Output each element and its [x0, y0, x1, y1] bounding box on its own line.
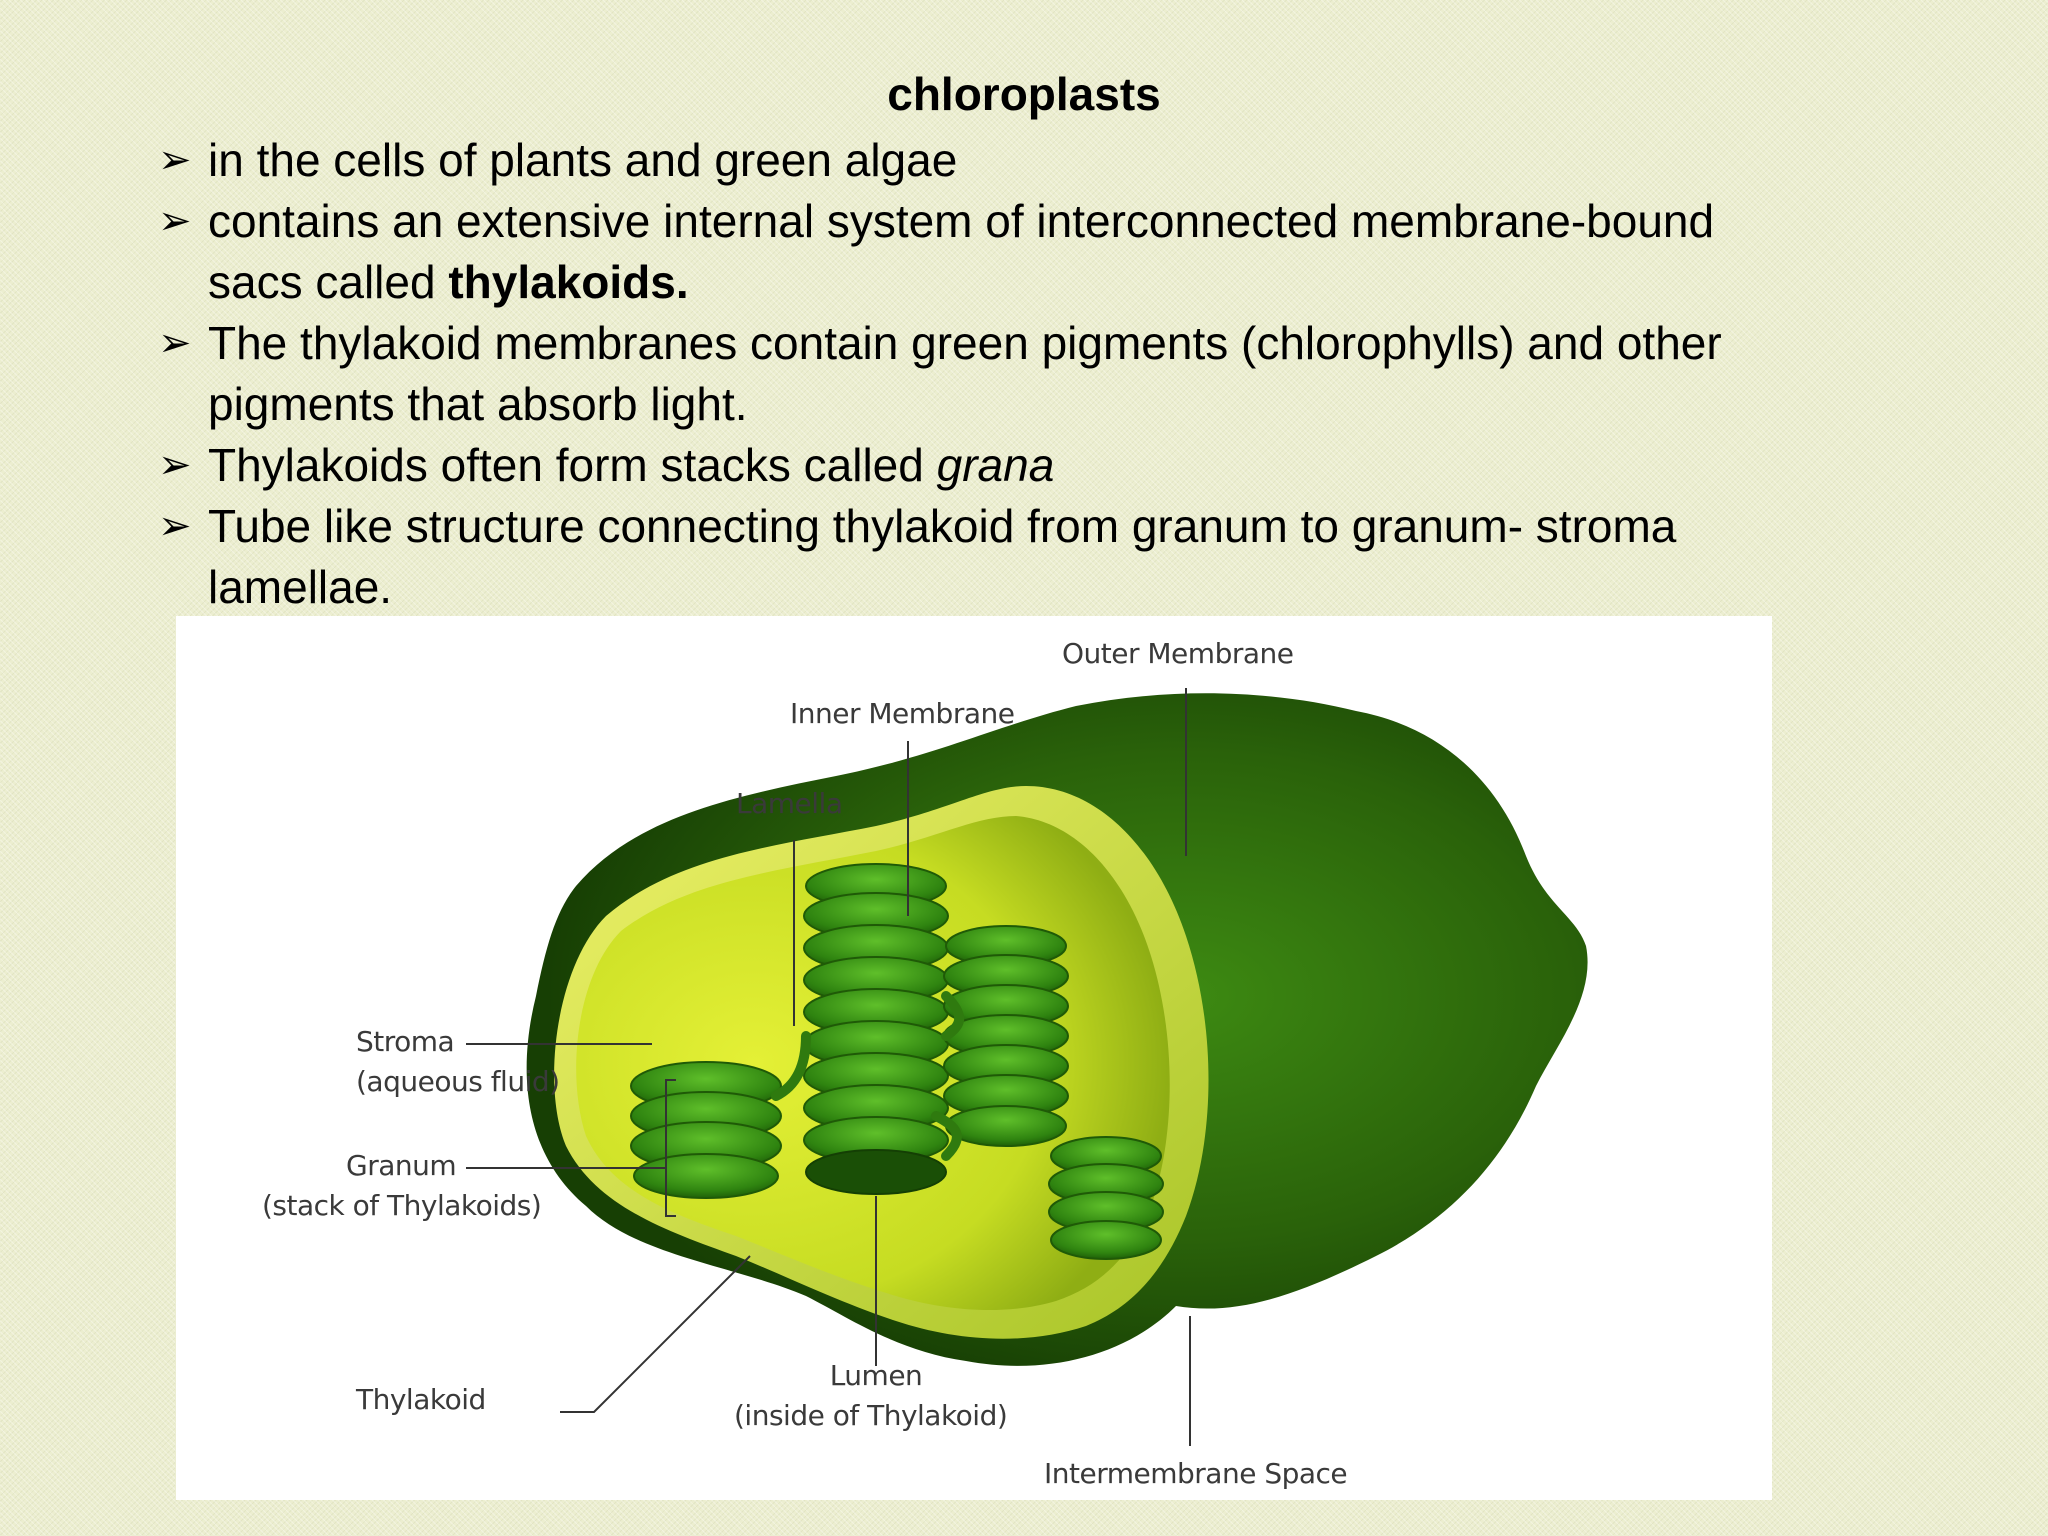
bullet-text: The thylakoid membranes contain green pi… [208, 317, 1722, 430]
label-lumen-sub: (inside of Thylakoid) [734, 1399, 1008, 1432]
stroma-lamella [771, 991, 965, 1161]
bullet-text: in the cells of plants and green algae [208, 134, 958, 186]
arrow-bullet-icon: ➢ [158, 504, 192, 548]
bullet-text: contains an extensive internal system of… [208, 195, 1715, 308]
granum-stack-left [630, 1061, 782, 1199]
bullet-text: Tube like structure connecting thylakoid… [208, 500, 1677, 613]
bullet-italic-term: grana [936, 439, 1055, 491]
arrow-bullet-icon: ➢ [158, 199, 192, 243]
granum-stack-front [1048, 1136, 1164, 1260]
granum-stack-center [803, 863, 949, 1195]
label-outer-membrane: Outer Membrane [1062, 637, 1294, 670]
arrow-bullet-icon: ➢ [158, 443, 192, 487]
slide-title: chloroplasts [887, 68, 1161, 120]
chloroplast-illustration [466, 688, 1588, 1446]
chloroplast-diagram: Outer Membrane Inner Membrane Lamella St… [176, 616, 1772, 1500]
bullet-bold-term: thylakoids. [448, 256, 689, 308]
bullet-list: ➢ in the cells of plants and green algae… [158, 130, 1798, 618]
bullet-item: ➢ in the cells of plants and green algae [158, 130, 1798, 191]
label-granum-sub: (stack of Thylakoids) [262, 1189, 542, 1222]
leader-lines [466, 688, 1191, 1446]
arrow-bullet-icon: ➢ [158, 321, 192, 365]
label-granum: Granum [346, 1149, 457, 1182]
bullet-item: ➢ Tube like structure connecting thylako… [158, 496, 1798, 618]
label-stroma-sub: (aqueous fluid) [356, 1065, 560, 1098]
granum-stack-right [943, 925, 1069, 1147]
bullet-item: ➢ Thylakoids often form stacks called gr… [158, 435, 1798, 496]
label-lamella: Lamella [736, 787, 843, 820]
bullet-item: ➢ The thylakoid membranes contain green … [158, 313, 1798, 435]
label-lumen: Lumen [829, 1359, 923, 1392]
bullet-item: ➢ contains an extensive internal system … [158, 191, 1798, 313]
label-stroma: Stroma [356, 1025, 455, 1058]
label-intermembrane-space: Intermembrane Space [1044, 1457, 1348, 1490]
label-inner-membrane: Inner Membrane [790, 697, 1015, 730]
bullet-text: Thylakoids often form stacks called [208, 439, 937, 491]
arrow-bullet-icon: ➢ [158, 138, 192, 182]
label-thylakoid: Thylakoid [356, 1383, 486, 1416]
